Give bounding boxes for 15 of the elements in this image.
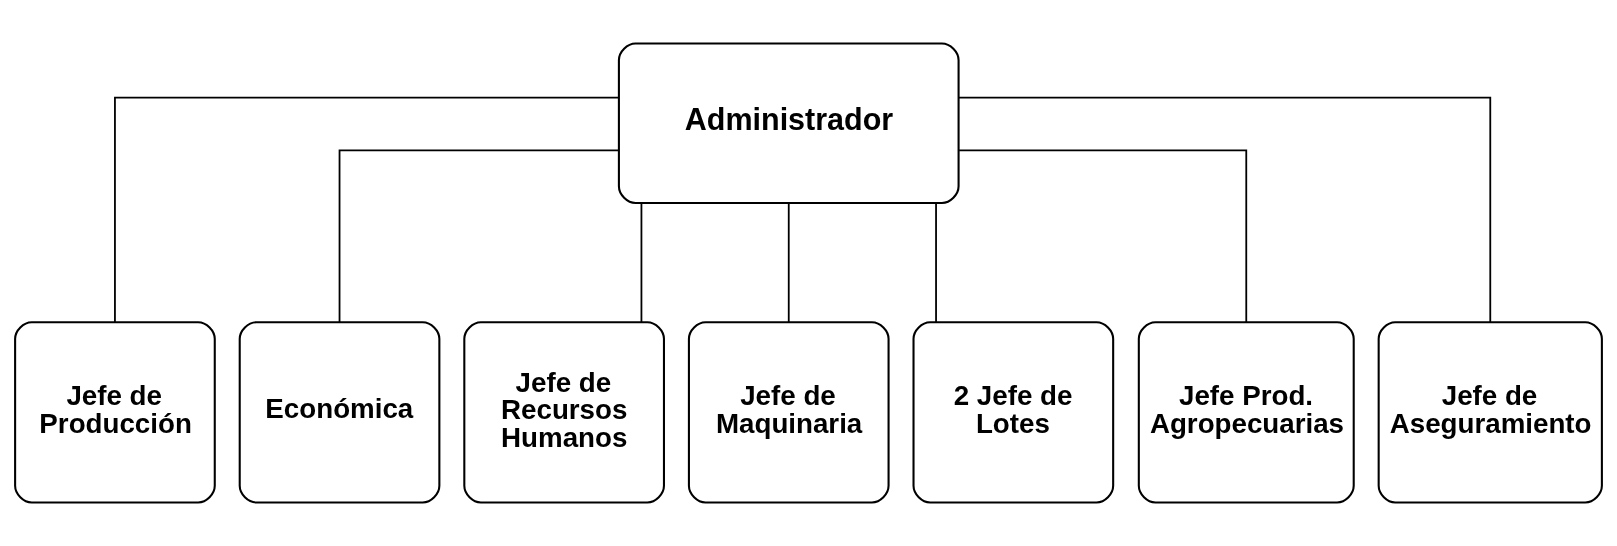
node-box: Jefe de Recursos Humanos <box>463 321 665 504</box>
node-box: Jefe de Producción <box>14 321 216 504</box>
connector <box>958 96 1492 324</box>
node-box: 2 Jefe de Lotes <box>912 321 1115 504</box>
connector <box>958 149 1248 324</box>
connector <box>935 202 937 324</box>
connector <box>114 96 620 324</box>
node-box: Jefe de Maquinaria <box>687 321 890 504</box>
connector <box>640 202 643 324</box>
node-box: Jefe Prod. Agropecuarias <box>1137 321 1355 504</box>
node-box: Económica <box>238 321 441 504</box>
connector <box>787 202 790 324</box>
node-box: Administrador <box>617 42 960 205</box>
node-box: Jefe de Aseguramiento <box>1377 321 1603 504</box>
connector <box>338 149 620 324</box>
